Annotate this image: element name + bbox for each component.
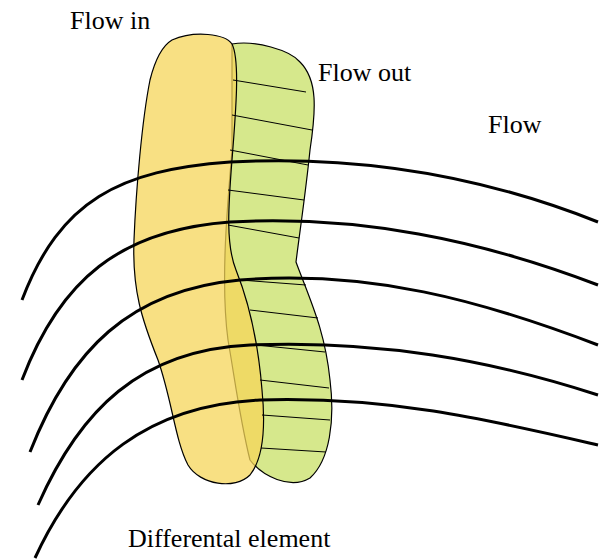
inflow-surface xyxy=(134,34,264,484)
flow-label: Flow xyxy=(488,110,541,140)
element-caption: Differental element xyxy=(128,524,330,554)
hatch-lines xyxy=(228,80,330,452)
inflow-label: Flow in xyxy=(70,6,150,36)
streamlines xyxy=(22,161,598,558)
outflow-label: Flow out xyxy=(318,58,411,88)
